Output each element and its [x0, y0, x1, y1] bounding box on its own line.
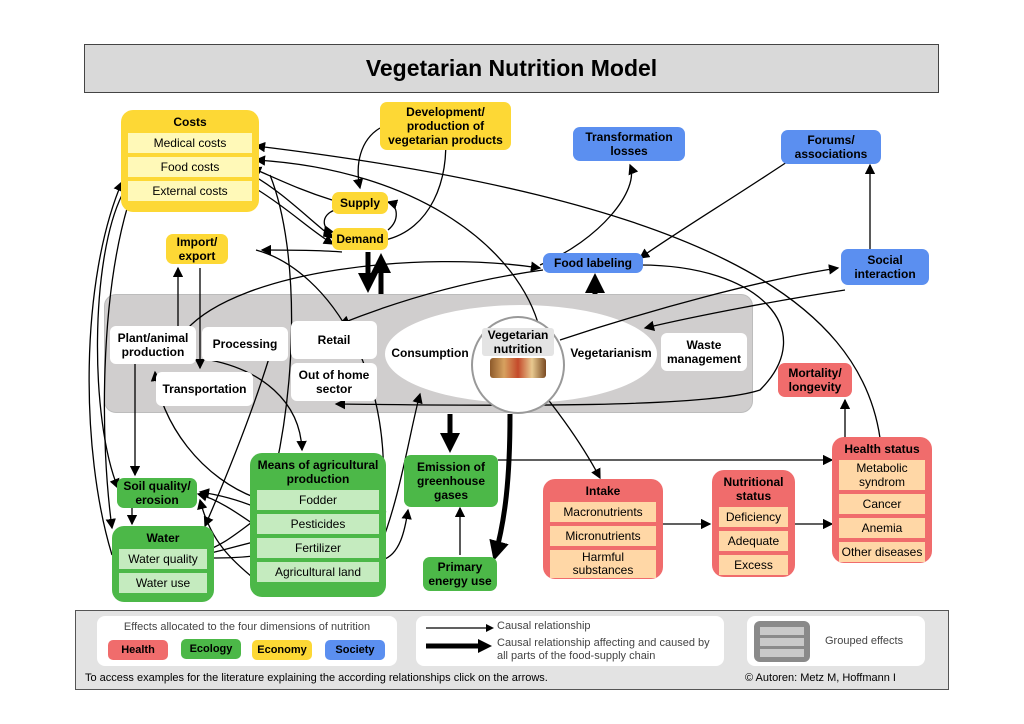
micronutrients: Micronutrients	[550, 526, 656, 546]
food-labeling-label: Food labeling	[554, 256, 632, 270]
metabolic-syndrom: Metabolic syndrom	[839, 460, 925, 490]
medical-costs: Medical costs	[128, 133, 252, 153]
transformation-losses-label: Transformation losses	[585, 130, 673, 158]
retail-label: Retail	[317, 333, 351, 347]
fodder: Fodder	[257, 490, 379, 510]
page-title: Vegetarian Nutrition Model	[84, 44, 939, 93]
nutritional-status-title: Nutritional status	[723, 475, 784, 503]
legend-dimensions-title: Effects allocated to the four dimensions…	[123, 621, 371, 633]
cancer: Cancer	[839, 494, 925, 514]
soil-quality-label: Soil quality/ erosion	[123, 479, 191, 507]
means-title: Means of agricultural production	[257, 458, 379, 486]
development-label: Development/ production of vegetarian pr…	[388, 105, 503, 147]
legend-grouped: Grouped effects	[825, 635, 904, 647]
health-status-group: Health status Metabolic syndrom Cancer A…	[832, 437, 932, 563]
adequate: Adequate	[719, 531, 788, 551]
legend-causal-all: Causal relationship affecting and caused…	[497, 637, 710, 662]
out-of-home-label: Out of home sector	[298, 368, 370, 396]
external-costs: External costs	[128, 181, 252, 201]
waste-management-label: Waste management	[666, 338, 742, 366]
waste-management-box: Waste management	[661, 333, 747, 371]
forums-label: Forums/ associations	[794, 133, 868, 161]
vegetarianism-label-box: Vegetarianism	[565, 342, 657, 364]
nutritional-status-group: Nutritional status Deficiency Adequate E…	[712, 470, 795, 577]
social-interaction-box: Social interaction	[841, 249, 929, 285]
consumption-label: Consumption	[391, 346, 469, 360]
water-title: Water	[146, 531, 180, 545]
mortality-box: Mortality/ longevity	[778, 363, 852, 397]
means-of-production-group: Means of agricultural production Fodder …	[250, 453, 386, 597]
legend-causal: Causal relationship	[497, 620, 591, 632]
supply-label: Supply	[339, 196, 380, 210]
anemia: Anemia	[839, 518, 925, 538]
food-costs: Food costs	[128, 157, 252, 177]
vegetarian-nutrition-box: Vegetarian nutrition	[482, 328, 554, 356]
demand-label: Demand	[336, 232, 384, 246]
out-of-home-box: Out of home sector	[291, 363, 377, 401]
plant-animal-production-box: Plant/animal production	[110, 326, 196, 364]
macronutrients: Macronutrients	[550, 502, 656, 522]
legend-society-chip: Society	[325, 640, 385, 660]
forums-box: Forums/ associations	[781, 130, 881, 164]
costs-group: Costs Medical costs Food costs External …	[121, 110, 259, 212]
pesticides: Pesticides	[257, 514, 379, 534]
transportation-label: Transportation	[162, 382, 247, 396]
deficiency: Deficiency	[719, 507, 788, 527]
vegetarianism-label: Vegetarianism	[570, 346, 652, 360]
other-diseases: Other diseases	[839, 542, 925, 562]
transformation-losses-box: Transformation losses	[573, 127, 685, 161]
plant-animal-production-label: Plant/animal production	[117, 331, 189, 359]
primary-energy-box: Primary energy use	[423, 557, 497, 591]
grouped-effects-icon	[754, 621, 810, 662]
footer-note[interactable]: To access examples for the literature ex…	[85, 672, 548, 684]
agricultural-land: Agricultural land	[257, 562, 379, 582]
processing-box: Processing	[202, 327, 288, 361]
excess: Excess	[719, 555, 788, 575]
transportation-box: Transportation	[156, 372, 253, 406]
intake-title: Intake	[585, 484, 621, 498]
supply-box: Supply	[332, 192, 388, 214]
emission-label: Emission of greenhouse gases	[416, 460, 485, 502]
water-group: Water Water quality Water use	[112, 526, 214, 602]
social-interaction-label: Social interaction	[854, 253, 916, 281]
title-text: Vegetarian Nutrition Model	[365, 55, 658, 81]
vegetarian-nutrition-label: Vegetarian nutrition	[487, 328, 549, 356]
legend-ecology-chip: Ecology	[181, 639, 241, 659]
processing-label: Processing	[212, 337, 278, 351]
legend-economy-chip: Economy	[252, 640, 312, 660]
mortality-label: Mortality/ longevity	[788, 366, 842, 394]
soil-quality-box: Soil quality/ erosion	[117, 478, 197, 508]
food-image-icon	[490, 358, 546, 378]
fertilizer: Fertilizer	[257, 538, 379, 558]
health-status-title: Health status	[844, 442, 920, 456]
emission-box: Emission of greenhouse gases	[404, 455, 498, 507]
consumption-label-box: Consumption	[388, 342, 472, 364]
legend-arrow-icons	[426, 624, 494, 653]
water-use: Water use	[119, 573, 207, 593]
primary-energy-label: Primary energy use	[428, 560, 492, 588]
food-labeling-box: Food labeling	[543, 253, 643, 273]
harmful-substances: Harmful substances	[550, 550, 656, 578]
import-export-label: Import/ export	[176, 235, 218, 263]
intake-group: Intake Macronutrients Micronutrients Har…	[543, 479, 663, 579]
retail-box: Retail	[291, 321, 377, 359]
legend-health-chip: Health	[108, 640, 168, 660]
development-box: Development/ production of vegetarian pr…	[380, 102, 511, 150]
copyright: © Autoren: Metz M, Hoffmann I	[745, 672, 896, 684]
demand-box: Demand	[332, 228, 388, 250]
water-quality: Water quality	[119, 549, 207, 569]
legend-arrows-panel	[416, 616, 724, 666]
costs-title: Costs	[173, 115, 207, 129]
import-export-box: Import/ export	[166, 234, 228, 264]
